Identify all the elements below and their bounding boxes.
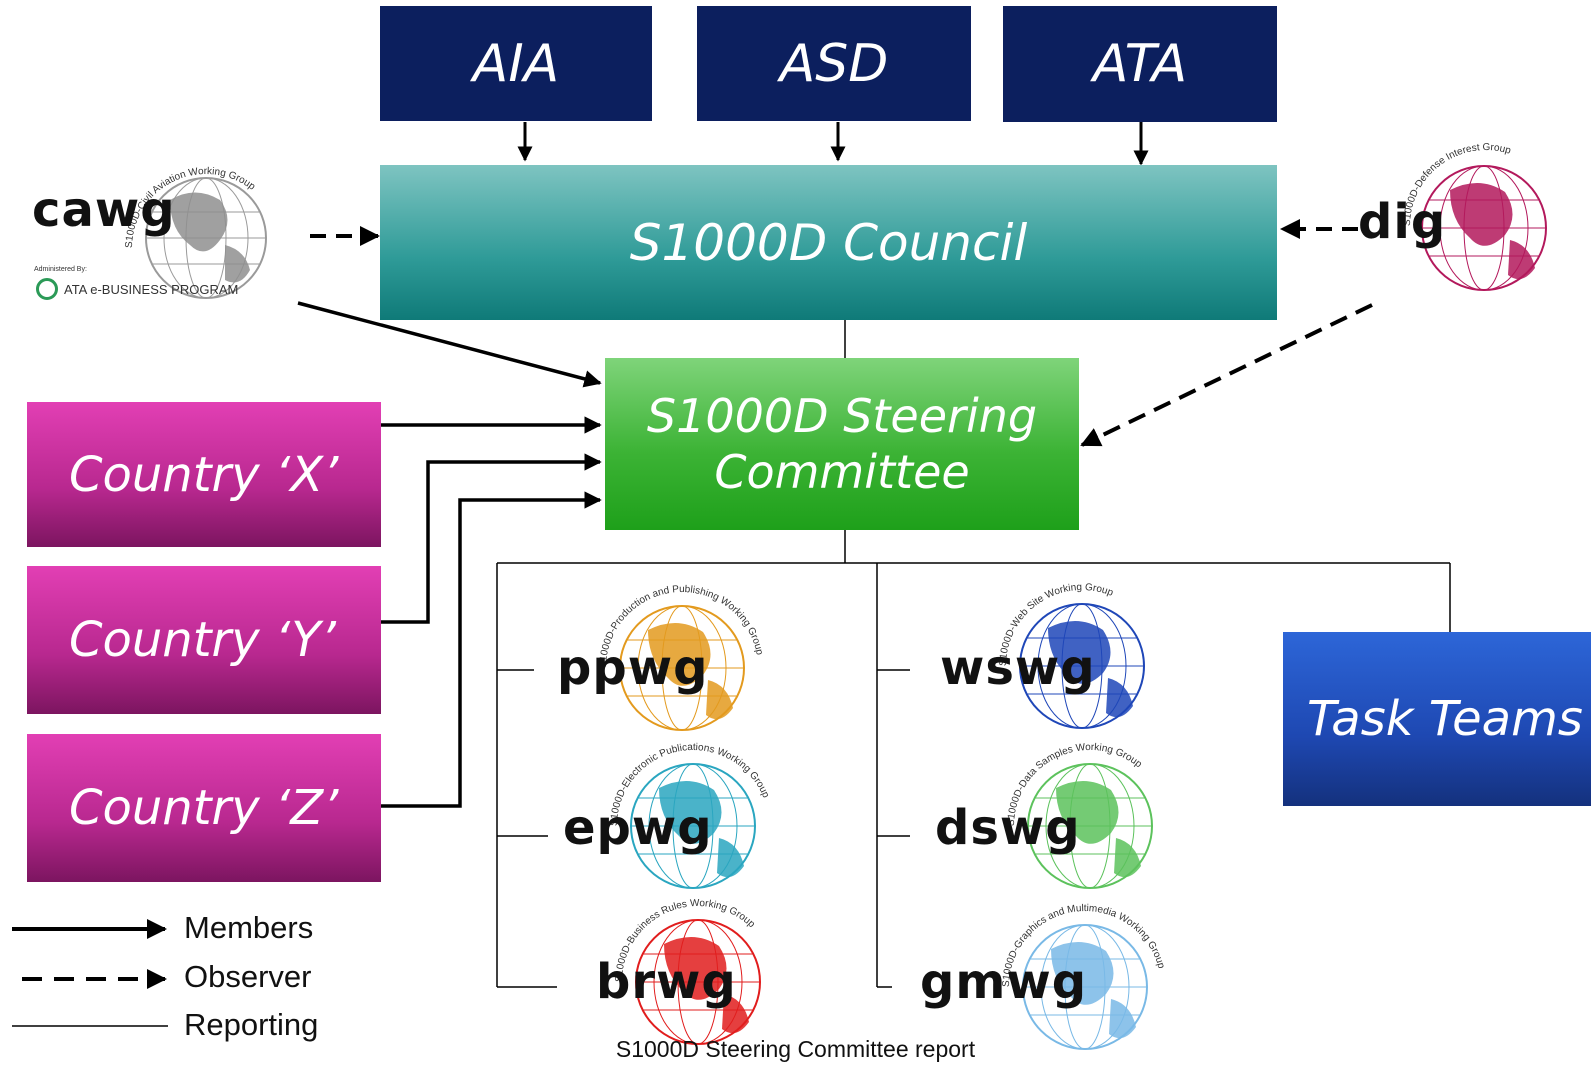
dswg-globe-icon: S1000D-Data Samples Working Group (1006, 742, 1153, 889)
steering-label-line1: S1000D Steering (646, 389, 1038, 443)
cawg-program-text: ATA e-BUSINESS PROGRAM (64, 282, 239, 297)
gmwg-abbr: gmwg (920, 954, 1088, 1010)
wswg-abbr: wswg (940, 640, 1096, 696)
steering-committee-box: S1000D Steering Committee (605, 358, 1079, 530)
ppwg-globe-icon: S1000D-Production and Publishing Working… (598, 584, 765, 731)
cawg-member-arrow (297, 301, 602, 388)
task-teams-label: Task Teams (1307, 691, 1583, 747)
country-x-box: Country ‘X’ (27, 402, 381, 547)
country-z-member-arrow (380, 491, 602, 808)
country-z-box: Country ‘Z’ (27, 734, 381, 882)
footer-caption: S1000D Steering Committee report (615, 1036, 976, 1062)
country-y-box: Country ‘Y’ (27, 566, 381, 714)
country-y-label: Country ‘Y’ (69, 612, 336, 668)
cawg-logo: S1000D-Civil Aviation Working Group cawg… (20, 120, 290, 320)
epwg-abbr: epwg (563, 800, 713, 856)
ata-program-icon (36, 278, 58, 300)
country-z-label: Country ‘Z’ (69, 780, 339, 836)
cawg-abbr: cawg (32, 182, 176, 238)
country-y-member-arrow (380, 453, 602, 624)
dig-steering-observer-arrow (1080, 303, 1373, 447)
council-label: S1000D Council (629, 213, 1028, 272)
council-box: S1000D Council (380, 165, 1277, 320)
steering-label-line2: Committee (714, 445, 970, 499)
aia-box: AIA (380, 6, 652, 121)
asd-label: ASD (779, 33, 889, 94)
epwg-globe-icon: S1000D-Electronic Publications Working G… (609, 742, 771, 889)
ppwg-abbr: ppwg (557, 640, 709, 696)
dswg-abbr: dswg (935, 800, 1081, 856)
brwg-abbr: brwg (596, 954, 737, 1010)
asd-box: ASD (697, 6, 971, 121)
cawg-globe-icon: S1000D-Civil Aviation Working Group (124, 166, 267, 299)
ata-label: ATA (1092, 34, 1188, 94)
dig-globe-icon: S1000D-Defense Interest Group (1402, 142, 1547, 291)
dig-logo: S1000D-Defense Interest Group dig (1358, 120, 1591, 320)
legend-reporting-label: Reporting (184, 1007, 319, 1042)
legend-members-label: Members (184, 910, 314, 945)
ata-box: ATA (1003, 6, 1277, 122)
task-teams-box: Task Teams (1283, 632, 1591, 806)
gmwg-globe-icon: S1000D-Graphics and Multimedia Working G… (1001, 903, 1167, 1050)
legend-observer-label: Observer (184, 959, 312, 994)
dig-abbr: dig (1358, 194, 1447, 250)
aia-label: AIA (472, 33, 560, 94)
wswg-globe-icon: S1000D-Web Site Working Group (998, 582, 1145, 729)
brwg-globe-icon: S1000D-Business Rules Working Group (614, 898, 761, 1045)
country-x-label: Country ‘X’ (69, 446, 339, 503)
cawg-admin-text: Administered By: (34, 266, 87, 273)
